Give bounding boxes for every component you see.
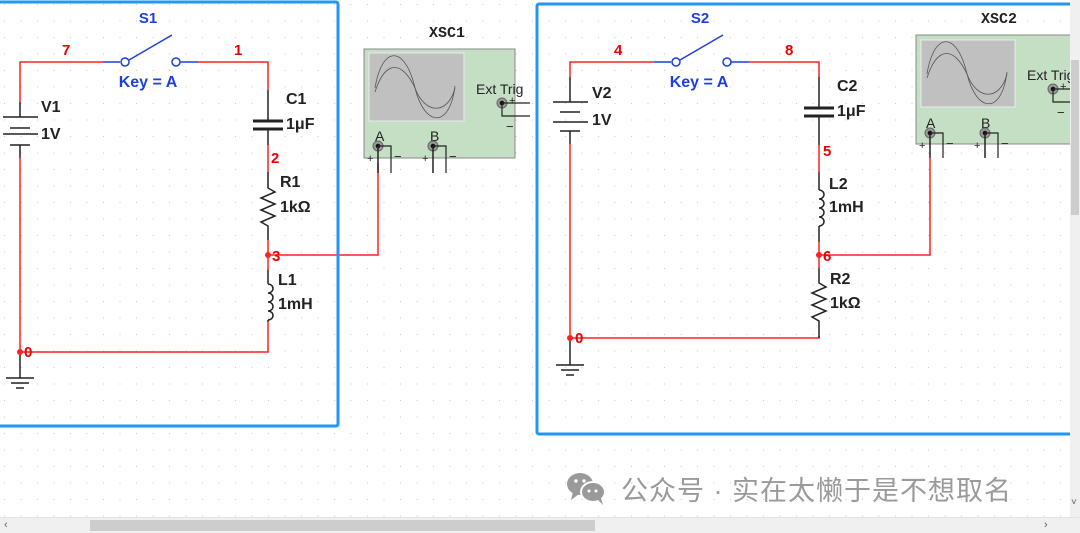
inductor-value: 1mH <box>829 199 864 216</box>
switch-s2[interactable] <box>654 34 749 67</box>
net-label-8: 8 <box>785 42 793 59</box>
circuit-1: S1 Key = A V1 1V C1 1μF R1 1kΩ <box>0 0 530 428</box>
scroll-left-arrow[interactable]: ‹ <box>4 519 8 531</box>
net-label-7: 7 <box>62 42 70 59</box>
wire-net-4[interactable] <box>569 61 654 77</box>
resistor-ref: R1 <box>280 174 301 191</box>
circuit-2: S2 Key = A V2 1V C2 1μF L2 1mH <box>535 2 1077 436</box>
channel-b-label: B <box>430 128 439 144</box>
capacitor-value: 1μF <box>286 116 315 133</box>
wechat-icon <box>565 470 613 506</box>
net-label-5: 5 <box>823 143 831 160</box>
wire-net-8[interactable] <box>749 61 820 77</box>
ground-icon[interactable] <box>6 352 34 389</box>
wire-net-0[interactable] <box>20 322 269 353</box>
net-label-4: 4 <box>614 42 623 59</box>
switch-ref: S1 <box>139 10 157 27</box>
resistor-r1[interactable] <box>259 172 277 240</box>
wire-net-3-scope[interactable] <box>268 163 379 256</box>
horizontal-scrollbar[interactable]: ‹ › <box>0 517 1080 533</box>
capacitor-ref: C1 <box>286 91 307 108</box>
ext-trig-label: Ext Trig <box>1027 67 1074 83</box>
capacitor-ref: C2 <box>837 78 858 95</box>
net-label-2: 2 <box>271 150 279 167</box>
scope-ref: XSC1 <box>429 25 465 42</box>
vertical-scroll-thumb[interactable] <box>1071 60 1079 215</box>
scope-screen <box>920 39 1016 108</box>
svg-text:−: − <box>946 136 954 151</box>
inductor-ref: L2 <box>829 176 848 193</box>
inductor-value: 1mH <box>278 296 313 313</box>
resistor-value: 1kΩ <box>830 295 861 312</box>
source-value: 1V <box>592 112 612 129</box>
sine-wave-icon <box>374 55 456 118</box>
capacitor-c2[interactable] <box>804 77 834 145</box>
junction-dot <box>567 335 573 341</box>
inductor-l2[interactable] <box>818 172 825 242</box>
battery-v1[interactable] <box>3 102 38 158</box>
inductor-ref: L1 <box>278 272 297 289</box>
ground-icon[interactable] <box>556 338 584 376</box>
grid <box>0 0 1080 517</box>
inductor-l1[interactable] <box>267 270 274 322</box>
junction-dot <box>17 349 23 355</box>
battery-v2[interactable] <box>553 77 588 144</box>
capacitor-value: 1μF <box>837 103 866 120</box>
svg-text:−: − <box>506 119 514 134</box>
switch-s1[interactable] <box>103 34 198 67</box>
channel-a-label: A <box>926 115 936 131</box>
svg-text:+: + <box>974 140 980 152</box>
resistor-ref: R2 <box>830 271 851 288</box>
vertical-scrollbar[interactable]: ˅ <box>1070 0 1080 517</box>
net-label-0: 0 <box>24 344 32 361</box>
svg-text:+: + <box>367 153 373 165</box>
junction-dot <box>265 252 271 258</box>
svg-text:+: + <box>1060 81 1066 93</box>
resistor-value: 1kΩ <box>280 199 311 216</box>
svg-text:−: − <box>394 149 402 164</box>
selection-box-1[interactable] <box>0 0 340 428</box>
oscilloscope-xsc1[interactable]: XSC1 Ext Trig + − A + − B <box>363 25 530 173</box>
wire-net-7[interactable] <box>19 61 103 102</box>
channel-b-label: B <box>981 115 990 131</box>
watermark: 公众号 · 实在太懒于是不想取名 <box>565 470 1012 506</box>
watermark-text: 公众号 · 实在太懒于是不想取名 <box>621 475 1012 506</box>
svg-text:+: + <box>422 153 428 165</box>
wire-net-1[interactable] <box>198 61 269 90</box>
source-ref: V1 <box>41 99 61 116</box>
svg-text:+: + <box>919 140 925 152</box>
scope-ref: XSC2 <box>981 11 1017 28</box>
svg-text:−: − <box>1057 105 1065 120</box>
switch-ref: S2 <box>691 10 709 27</box>
resistor-r2[interactable] <box>810 268 828 338</box>
horizontal-scroll-thumb[interactable] <box>90 520 595 531</box>
source-ref: V2 <box>592 85 612 102</box>
svg-text:−: − <box>1001 136 1009 151</box>
svg-text:+: + <box>509 95 515 107</box>
net-label-3: 3 <box>272 248 280 265</box>
scroll-right-arrow[interactable]: › <box>1044 519 1048 531</box>
channel-a-label: A <box>375 128 385 144</box>
capacitor-c1[interactable] <box>253 90 283 145</box>
source-value: 1V <box>41 126 61 143</box>
junction-dot <box>816 252 822 258</box>
net-label-1: 1 <box>234 42 242 59</box>
net-label-6: 6 <box>823 248 831 265</box>
switch-key: Key = A <box>670 74 729 91</box>
sine-wave-icon <box>926 41 1008 104</box>
svg-text:−: − <box>449 149 457 164</box>
wires-circuit-1 <box>19 61 379 353</box>
oscilloscope-xsc2[interactable]: XSC2 Ext Trig + − A + − B <box>915 11 1077 158</box>
ext-trig-label: Ext Trig <box>476 81 523 97</box>
switch-key: Key = A <box>119 74 178 91</box>
wire-net-6-scope[interactable] <box>819 158 931 256</box>
scroll-down-arrow[interactable]: ˅ <box>1071 497 1077 508</box>
net-label-0: 0 <box>575 330 583 347</box>
